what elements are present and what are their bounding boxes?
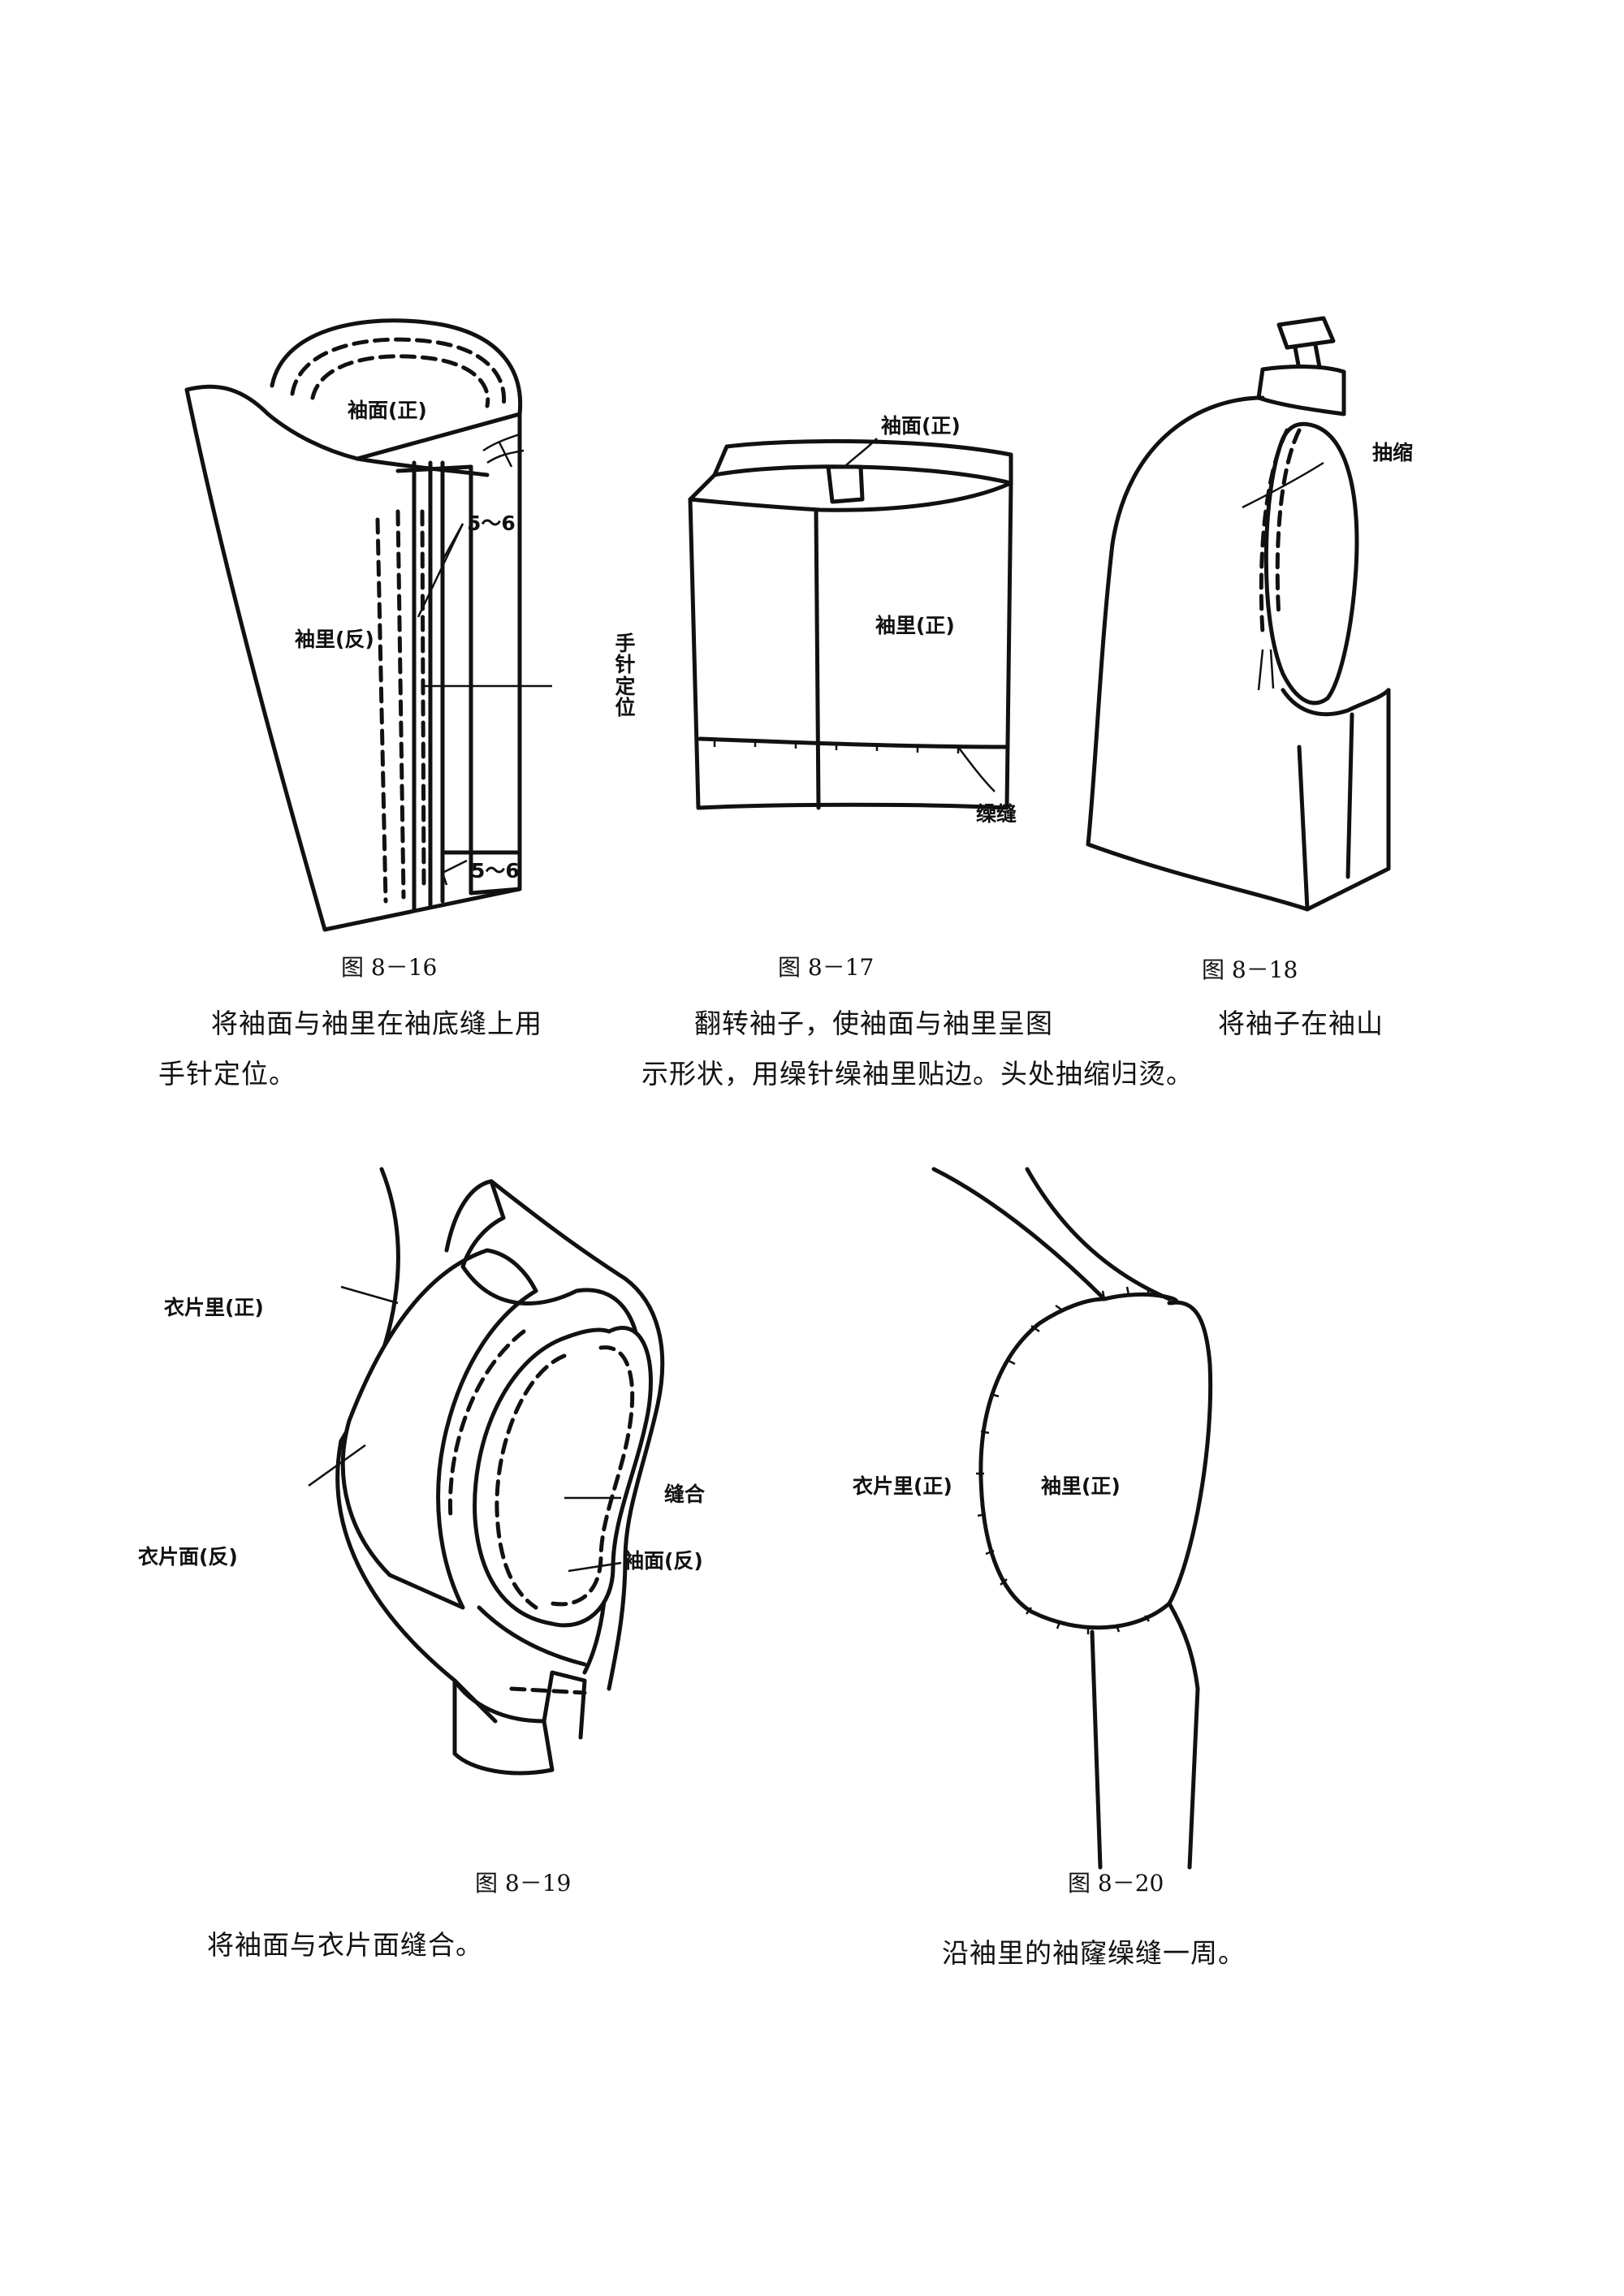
label-hand-stitch: 手针定位 — [615, 632, 636, 719]
label-gather: 抽缩 — [1372, 441, 1414, 464]
figure-8-16-drawing — [184, 318, 552, 932]
caption-8-16: 图 8－16 — [341, 954, 438, 981]
caption-8-20: 图 8－20 — [1068, 1870, 1164, 1897]
paragraph-fig19: 将袖面与衣片面缝合。 — [207, 1929, 483, 1961]
paragraph-fig20: 沿袖里的袖窿缲缝一周。 — [942, 1937, 1246, 1969]
paragraph-fig17-line1: 翻转袖子，使袖面与袖里呈图 — [694, 1008, 1053, 1039]
figure-8-19: 衣片里(正) 衣片面(反) 缝合 袖面(反) 图 8－19 — [138, 1153, 771, 1908]
label-sleeve-face: 袖面(正) — [881, 414, 961, 438]
caption-8-17: 图 8－17 — [778, 954, 875, 981]
label-measure-top: 5～6 — [467, 511, 516, 535]
label-sleeve-lining: 袖里(反) — [295, 628, 374, 651]
label-body-lining: 衣片里(正) — [164, 1296, 264, 1319]
figure-8-20: 衣片里(正) 袖里(正) 图 8－20 — [853, 1153, 1283, 1908]
paragraph-fig18-line1: 将袖子在袖山 — [1218, 1008, 1384, 1039]
label-seam: 缝合 — [664, 1482, 706, 1506]
figure-8-17-drawing — [688, 438, 1013, 810]
caption-8-19: 图 8－19 — [475, 1870, 572, 1897]
label-body-lining: 衣片里(正) — [853, 1474, 952, 1498]
label-sleeve-lining: 袖里(正) — [875, 614, 955, 637]
figure-8-20-drawing — [931, 1167, 1213, 1870]
figure-8-17: 袖面(正) 袖里(正) 缲缝 图 8－17 — [682, 406, 1056, 981]
label-sleeve-face: 袖面(反) — [624, 1549, 703, 1573]
label-body-face: 衣片面(反) — [138, 1545, 238, 1569]
paragraph-fig16-line2: 手针定位。 — [158, 1058, 296, 1090]
figure-8-18: 抽缩 图 8－18 — [1080, 309, 1429, 990]
label-blind-stitch: 缲缝 — [976, 802, 1017, 826]
label-sleeve-face: 袖面(正) — [348, 399, 427, 422]
figure-8-19-drawing — [308, 1167, 665, 1776]
paragraph-fig18: 将袖子在袖山 — [1218, 999, 1384, 1049]
figure-8-18-drawing — [1086, 316, 1391, 912]
paragraph-fig16: 将袖面与袖里在袖底缝上用 手针定位。 — [158, 999, 542, 1099]
paragraph-fig17: 翻转袖子，使袖面与袖里呈图 示形状，用缲针缲袖里贴边。头处抽缩归烫。 — [641, 999, 1194, 1099]
paragraph-fig17-line2: 示形状，用缲针缲袖里贴边。头处抽缩归烫。 — [641, 1058, 1194, 1090]
caption-8-18: 图 8－18 — [1202, 956, 1298, 983]
figure-8-16: 袖面(正) 袖里(反) 5～6 5～6 手针定位 图 8－16 — [162, 300, 650, 981]
label-sleeve-lining: 袖里(正) — [1041, 1474, 1121, 1498]
paragraph-fig16-line1: 将袖面与袖里在袖底缝上用 — [211, 1008, 542, 1039]
label-measure-bottom: 5～6 — [471, 859, 520, 883]
